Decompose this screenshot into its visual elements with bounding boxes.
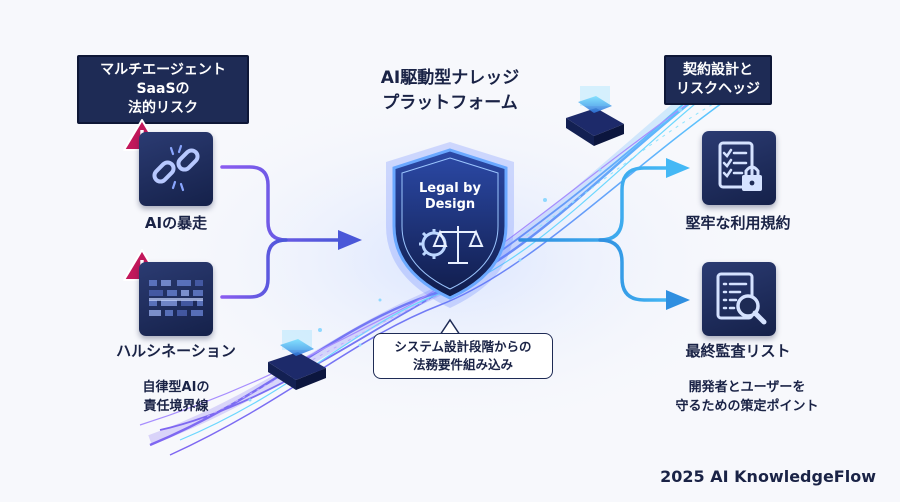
left-note-line-1: 自律型AIの bbox=[142, 380, 210, 395]
right-note-line-2: 守るための策定ポイント bbox=[675, 399, 819, 414]
shield-label: Legal by Design bbox=[400, 181, 500, 213]
broken-link-icon bbox=[139, 132, 213, 206]
left-connector-arrows bbox=[220, 165, 342, 299]
callout-line-1: システム設計段階からの bbox=[394, 339, 532, 354]
center-title: AI駆動型ナレッジ プラットフォーム bbox=[350, 66, 550, 116]
left-header: マルチエージェントSaaSの 法的リスク bbox=[77, 55, 249, 124]
right-header-line-2: リスクヘッジ bbox=[676, 81, 760, 97]
scales-icon bbox=[432, 226, 484, 264]
chip-bottom-left bbox=[268, 330, 326, 390]
shield-label-line-1: Legal by bbox=[419, 181, 481, 196]
center-title-line-2: プラットフォーム bbox=[382, 93, 518, 113]
left-header-line-2: 法的リスク bbox=[128, 100, 198, 116]
outcome-label-audit: 最終監査リスト bbox=[685, 342, 791, 360]
right-arrowhead-bottom bbox=[666, 290, 690, 310]
sparkles bbox=[248, 108, 682, 402]
legal-shield bbox=[386, 142, 514, 308]
center-title-line-1: AI駆動型ナレッジ bbox=[380, 68, 520, 88]
shield-label-line-2: Design bbox=[424, 197, 476, 212]
right-note: 開発者とユーザーを 守るための策定ポイント bbox=[662, 378, 832, 416]
right-arrowhead-top bbox=[666, 158, 690, 178]
callout-line-2: 法務要件組み込み bbox=[412, 357, 513, 372]
blurred-data-icon bbox=[139, 262, 213, 336]
left-header-line-1: マルチエージェントSaaSの bbox=[100, 62, 226, 97]
left-note: 自律型AIの 責任境界線 bbox=[120, 378, 232, 416]
chip-top-right bbox=[566, 86, 624, 146]
outcome-label-terms: 堅牢な利用規約 bbox=[685, 214, 791, 232]
risk-label-hallucination: ハルシネーション bbox=[116, 342, 236, 360]
left-arrowhead bbox=[338, 230, 362, 250]
contract-lock-icon bbox=[702, 131, 776, 205]
design-stage-callout: システム設計段階からの 法務要件組み込み bbox=[373, 333, 553, 379]
footer-brand: 2025 AI KnowledgeFlow bbox=[660, 467, 876, 486]
right-header: 契約設計と リスクヘッジ bbox=[664, 55, 772, 105]
left-note-line-2: 責任境界線 bbox=[143, 399, 209, 414]
right-note-line-1: 開発者とユーザーを bbox=[688, 380, 806, 395]
right-header-line-1: 契約設計と bbox=[683, 62, 753, 78]
audit-list-icon bbox=[702, 262, 776, 336]
right-connector-arrows bbox=[518, 166, 670, 302]
risk-label-runaway: AIの暴走 bbox=[144, 214, 208, 232]
